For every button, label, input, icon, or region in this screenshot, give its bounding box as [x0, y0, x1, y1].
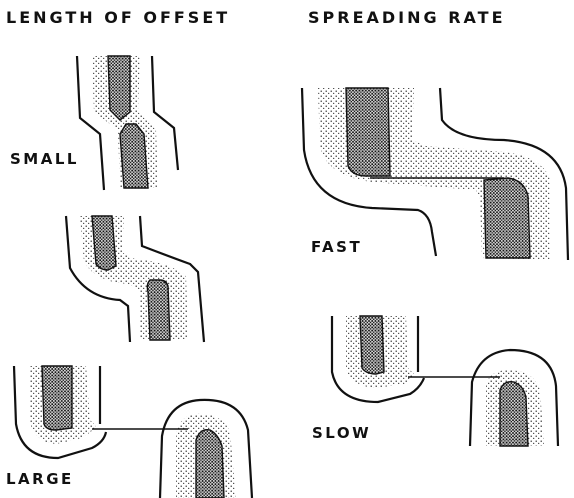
small-core-upper — [108, 56, 130, 120]
slow-core-left — [360, 316, 384, 374]
fast-core-lower — [484, 178, 530, 258]
small-core-lower — [120, 124, 148, 188]
large-core-left — [42, 366, 72, 430]
large-core-right — [196, 430, 224, 498]
spreading-fast-diagram — [302, 88, 568, 260]
fast-core-upper — [346, 88, 390, 176]
spreading-slow-diagram — [332, 316, 558, 446]
slow-core-right — [500, 382, 528, 446]
offset-small-diagram — [77, 56, 178, 190]
offset-large-diagram — [14, 366, 252, 498]
medium-core-upper — [92, 216, 116, 270]
offset-medium-diagram — [66, 216, 204, 342]
medium-core-lower — [147, 280, 170, 340]
